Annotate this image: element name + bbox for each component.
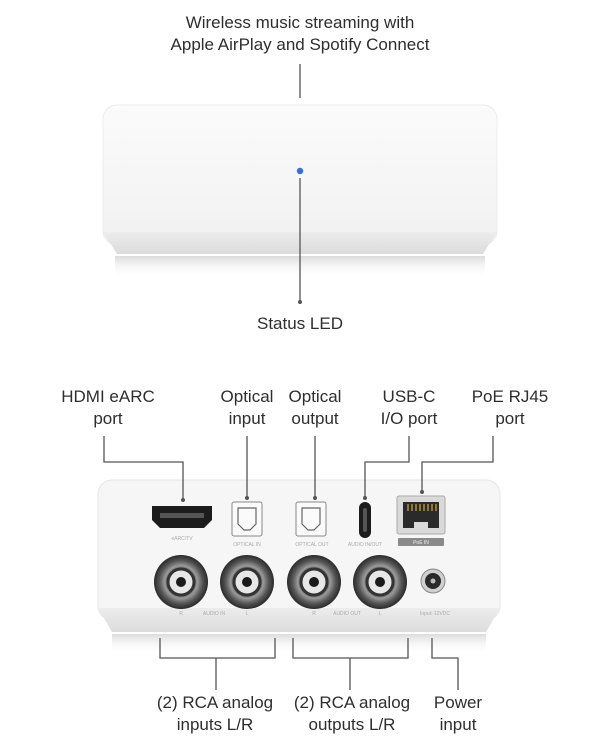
rj45-port-icon bbox=[396, 495, 446, 535]
status-led-icon bbox=[296, 167, 304, 175]
rca-inputs-line-2: inputs L/R bbox=[176, 715, 254, 734]
rca-outputs-line-2: outputs L/R bbox=[308, 715, 396, 734]
top-caption-line-2: Apple AirPlay and Spotify Connect bbox=[170, 35, 430, 54]
usbc-label-line-2: I/O port bbox=[380, 409, 438, 428]
optical-out-print: OPTICAL OUT bbox=[295, 542, 328, 548]
usbc-port-icon bbox=[359, 502, 371, 538]
rca-inputs-label: (2) RCA analog inputs L/R bbox=[145, 692, 285, 736]
optical-input-port-icon bbox=[231, 501, 263, 537]
callout-lines bbox=[103, 436, 494, 690]
poe-label-line-1: PoE RJ45 bbox=[471, 387, 549, 406]
power-input-line-2: input bbox=[439, 715, 477, 734]
input-rating-print: Input: 12VDC bbox=[420, 611, 450, 617]
top-caption: Wireless music streaming with Apple AirP… bbox=[150, 12, 450, 56]
rca-in-r-icon bbox=[154, 555, 208, 609]
poe-label: PoE RJ45 port bbox=[460, 386, 560, 430]
poe-label-line-2: port bbox=[495, 409, 525, 428]
rca-in-l-icon bbox=[220, 555, 274, 609]
audio-out-print: AUDIO OUT bbox=[333, 611, 361, 617]
optical-input-label: Optical input bbox=[207, 386, 287, 430]
hdmi-label-line-2: port bbox=[93, 409, 123, 428]
top-caption-line-1: Wireless music streaming with bbox=[185, 13, 415, 32]
back-device: eARC/TV OPTICAL IN OPTICAL OUT AUDIO IN/… bbox=[97, 479, 501, 654]
optical-in-print: OPTICAL IN bbox=[233, 542, 261, 548]
earc-print: eARC/TV bbox=[171, 536, 193, 542]
optical-output-port-icon bbox=[295, 501, 327, 537]
rca-out-l-icon bbox=[353, 555, 407, 609]
audio-in-print: AUDIO IN bbox=[203, 611, 226, 617]
rca-inputs-line-1: (2) RCA analog bbox=[156, 693, 274, 712]
status-led-text: Status LED bbox=[257, 314, 343, 333]
optical-output-line-2: output bbox=[291, 409, 339, 428]
optical-output-label: Optical output bbox=[275, 386, 355, 430]
poe-print: PoE IN bbox=[413, 540, 429, 546]
rca-out-r-icon bbox=[287, 555, 341, 609]
audio-inout-print: AUDIO IN/OUT bbox=[348, 542, 382, 548]
hdmi-label: HDMI eARC port bbox=[48, 386, 168, 430]
optical-input-line-1: Optical bbox=[220, 387, 274, 406]
rca-in-r-print: R bbox=[179, 611, 183, 617]
usbc-label: USB-C I/O port bbox=[364, 386, 454, 430]
usbc-label-line-1: USB-C bbox=[382, 387, 436, 406]
poe-print-badge bbox=[398, 538, 444, 546]
rca-in-l-print: L bbox=[246, 611, 249, 617]
rca-out-r-print: R bbox=[312, 611, 316, 617]
status-led-label: Status LED bbox=[230, 313, 370, 335]
rca-outputs-line-1: (2) RCA analog bbox=[293, 693, 411, 712]
power-input-line-1: Power bbox=[433, 693, 483, 712]
rca-out-l-print: L bbox=[379, 611, 382, 617]
dc-power-icon bbox=[420, 568, 446, 594]
hdmi-label-line-1: HDMI eARC bbox=[61, 387, 155, 406]
optical-input-line-2: input bbox=[228, 409, 266, 428]
optical-output-line-1: Optical bbox=[288, 387, 342, 406]
hdmi-port-icon bbox=[152, 506, 212, 528]
power-input-label: Power input bbox=[418, 692, 498, 736]
rca-outputs-label: (2) RCA analog outputs L/R bbox=[282, 692, 422, 736]
